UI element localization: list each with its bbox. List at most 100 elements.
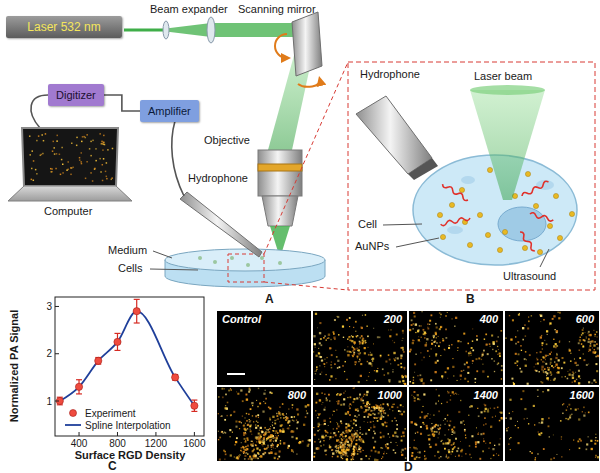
- speckle: [556, 372, 557, 373]
- speckle: [335, 434, 337, 436]
- speckle: [380, 418, 382, 420]
- speckle: [490, 346, 491, 347]
- speckle: [437, 451, 439, 453]
- speckle: [333, 333, 335, 335]
- speckle: [364, 411, 365, 412]
- speckle: [272, 438, 274, 440]
- speckle: [570, 353, 571, 354]
- speckle: [261, 431, 263, 433]
- speckle: [271, 445, 272, 446]
- speckle: [434, 340, 436, 342]
- speckle: [342, 454, 343, 455]
- speckle: [540, 321, 542, 323]
- speckle: [355, 331, 356, 332]
- speckle: [467, 381, 469, 383]
- speckle: [264, 444, 266, 446]
- speckle: [348, 413, 349, 414]
- speckle: [246, 420, 248, 422]
- speckle: [251, 441, 252, 442]
- speckle: [279, 421, 280, 422]
- speckle: [232, 432, 233, 433]
- speckle: [314, 346, 316, 348]
- speckle: [429, 446, 431, 448]
- speckle: [265, 390, 266, 391]
- speckle: [417, 452, 418, 453]
- speckle: [102, 149, 104, 151]
- speckle: [550, 362, 552, 364]
- speckle: [548, 369, 550, 371]
- speckle: [371, 359, 372, 360]
- speckle: [246, 437, 248, 439]
- speckle: [247, 445, 249, 447]
- speckle: [70, 174, 72, 176]
- speckle: [345, 452, 347, 454]
- speckle: [363, 341, 364, 342]
- speckle: [288, 409, 289, 410]
- speckle: [221, 431, 223, 433]
- speckle: [247, 453, 249, 455]
- speckle: [375, 380, 376, 381]
- speckle: [597, 456, 599, 458]
- tile-label: 200: [318, 313, 402, 326]
- speckle: [323, 420, 325, 422]
- speckle: [404, 375, 406, 377]
- speckle: [448, 392, 450, 394]
- speckle: [411, 394, 413, 396]
- speckle: [235, 420, 237, 422]
- speckle: [471, 362, 473, 364]
- laser-beam: [166, 23, 211, 37]
- speckle: [577, 364, 578, 365]
- speckle: [347, 397, 348, 398]
- speckle: [415, 323, 417, 325]
- speckle: [101, 143, 103, 145]
- speckle: [558, 359, 560, 361]
- speckle: [452, 366, 454, 368]
- speckle: [524, 408, 526, 410]
- speckle: [472, 360, 474, 362]
- speckle: [276, 437, 278, 439]
- speckle: [596, 370, 598, 372]
- speckle: [362, 339, 363, 340]
- speckle: [518, 442, 520, 444]
- speckle: [270, 452, 272, 454]
- speckle: [404, 383, 406, 385]
- speckle: [541, 335, 542, 336]
- speckle: [589, 349, 591, 351]
- speckle: [395, 452, 397, 454]
- lens-symbol: [207, 17, 215, 43]
- speckle: [257, 458, 258, 459]
- speckle: [387, 415, 389, 417]
- speckle: [370, 414, 372, 416]
- speckle: [382, 410, 384, 412]
- speckle: [297, 422, 299, 424]
- speckle: [336, 428, 338, 430]
- speckle: [318, 438, 320, 440]
- speckle: [537, 359, 539, 361]
- speckle: [389, 437, 390, 438]
- speckle: [522, 390, 524, 392]
- speckle: [218, 413, 219, 414]
- speckle: [343, 431, 345, 433]
- speckle: [395, 442, 397, 444]
- speckle: [276, 436, 277, 437]
- speckle: [352, 355, 354, 357]
- speckle: [259, 430, 260, 431]
- speckle: [405, 457, 406, 458]
- speckle: [588, 331, 590, 333]
- speckle: [505, 337, 507, 339]
- speckle: [79, 157, 81, 159]
- speckle: [423, 333, 424, 334]
- speckle: [350, 420, 351, 421]
- speckle: [378, 407, 380, 409]
- speckle: [394, 359, 396, 361]
- speckle: [341, 434, 342, 435]
- speckle: [438, 425, 439, 426]
- speckle: [386, 425, 388, 427]
- speckle: [492, 349, 493, 350]
- speckle: [366, 379, 368, 381]
- speckle: [286, 413, 288, 415]
- speckle: [338, 439, 340, 441]
- speckle: [562, 413, 563, 414]
- speckle: [362, 341, 364, 343]
